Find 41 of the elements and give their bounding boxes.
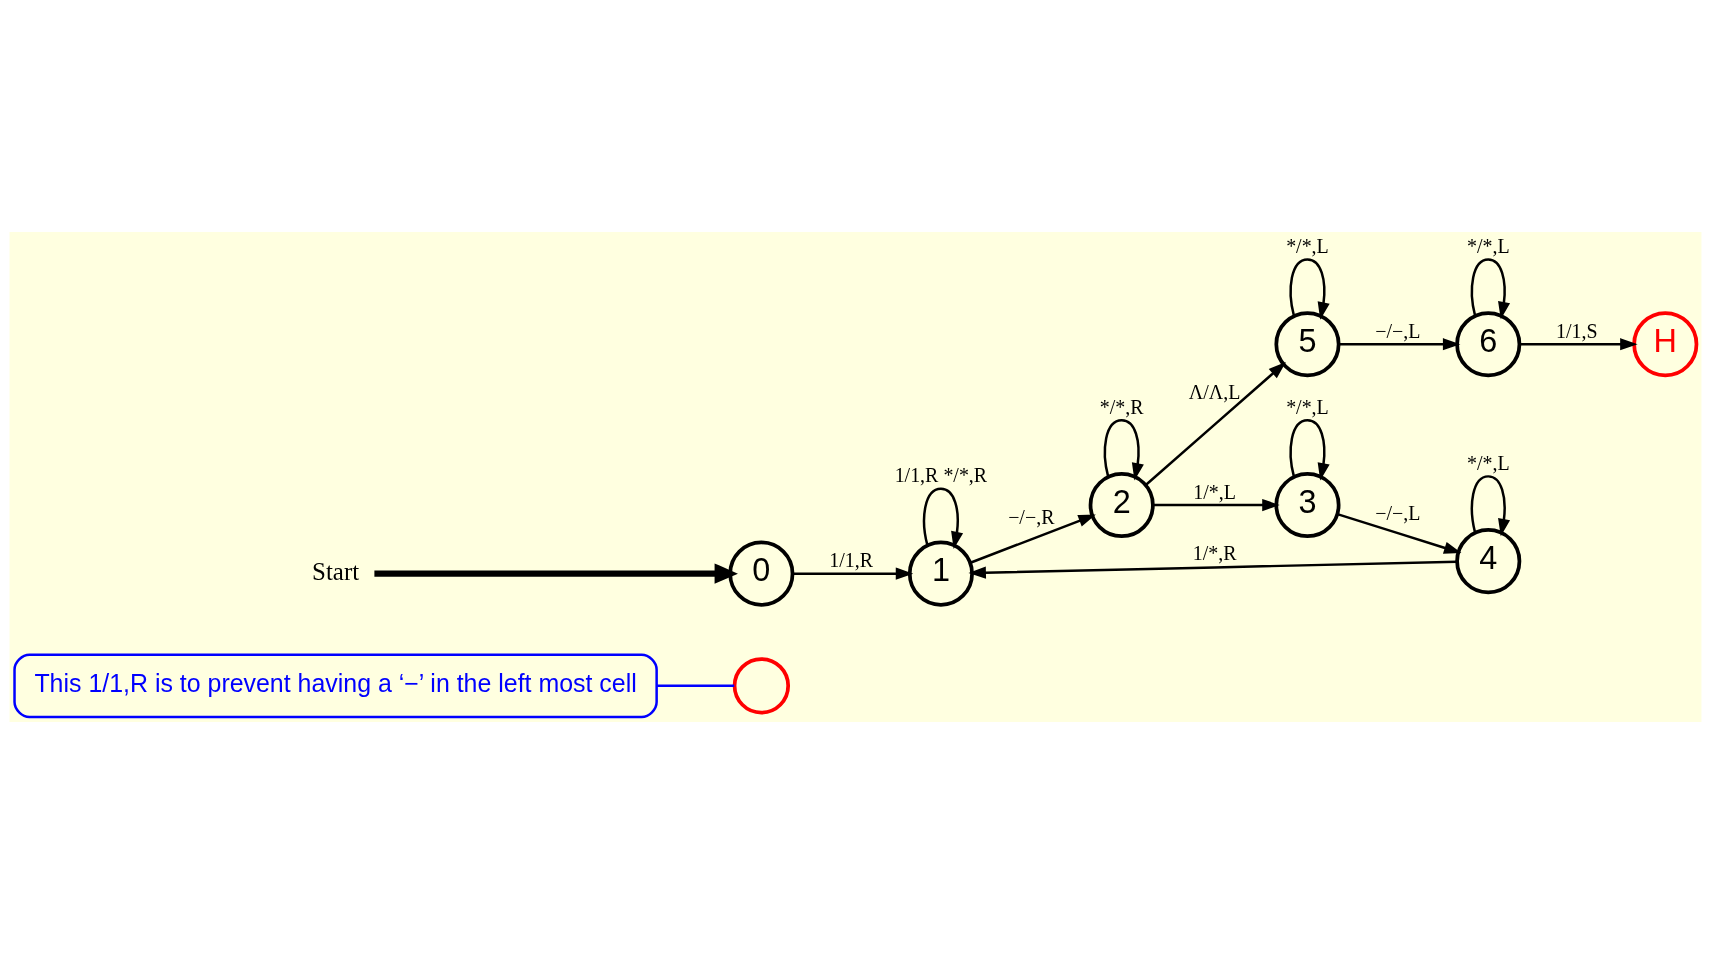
edge-label: 1/1,R	[829, 549, 874, 572]
arrow	[1103, 419, 1144, 481]
edge-label: 1/1,R */*,R	[894, 464, 988, 487]
node-circle: 3	[1274, 472, 1341, 539]
connector	[657, 684, 735, 688]
edge-label: Λ/Λ,L	[1188, 380, 1241, 403]
arrow	[1289, 419, 1330, 481]
node-box: This 1/1,R is to prevent having a ‘−’ in the left most cell	[13, 653, 658, 719]
arrow	[968, 560, 1458, 579]
arrow	[1337, 512, 1462, 554]
node-circle: 4	[1455, 528, 1522, 595]
node-circle: 0	[728, 540, 795, 607]
edge-label: 1/*,R	[1192, 541, 1237, 564]
node-circle: 2	[1088, 472, 1155, 539]
edge-label: */*,L	[1286, 234, 1329, 257]
arrow	[1519, 338, 1638, 351]
arrow	[1338, 338, 1461, 351]
edge-label: −/−,R	[1008, 505, 1055, 528]
edge-label: 1/*,L	[1193, 480, 1236, 503]
edge-label: */*,R	[1099, 395, 1144, 418]
arrow	[1144, 362, 1286, 486]
arrow	[1289, 258, 1330, 320]
node-circle	[732, 657, 791, 715]
edge-label: */*,L	[1466, 451, 1510, 474]
edge-label: */*,L	[1466, 234, 1510, 257]
arrow	[969, 514, 1096, 564]
edge-label: 1/1,S	[1556, 319, 1598, 342]
arrow	[374, 563, 738, 584]
edge-label: −/−,L	[1375, 501, 1421, 524]
node-circle: H	[1632, 311, 1699, 378]
node-circle: 6	[1455, 311, 1522, 378]
node-text: Start	[312, 557, 360, 585]
arrow	[1153, 498, 1280, 512]
arrow	[792, 567, 914, 580]
edge-label: */*,L	[1286, 395, 1329, 418]
arrow	[1470, 475, 1511, 537]
node-circle: 1	[907, 540, 974, 607]
edge-label: −/−,L	[1375, 319, 1421, 342]
arrow	[922, 487, 964, 550]
node-circle: 5	[1274, 311, 1341, 378]
arrow	[1470, 258, 1511, 320]
